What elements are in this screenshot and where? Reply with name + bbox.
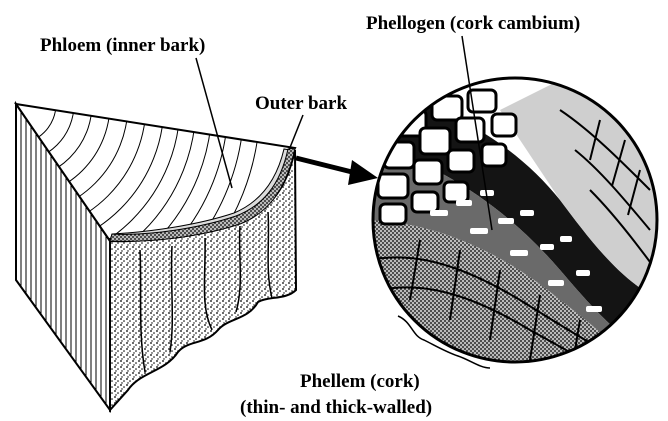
phellem-detail-label: (thin- and thick-walled) <box>240 398 432 417</box>
outer-bark-label: Outer bark <box>255 94 347 113</box>
magnified-cell-view <box>360 78 660 420</box>
outer-bark-leader <box>289 115 303 150</box>
phellem-label: Phellem (cork) <box>300 372 420 391</box>
wood-wedge <box>0 0 296 410</box>
phellogen-label: Phellogen (cork cambium) <box>366 14 580 33</box>
magnify-arrow <box>296 158 378 185</box>
phloem-label: Phloem (inner bark) <box>40 36 205 55</box>
